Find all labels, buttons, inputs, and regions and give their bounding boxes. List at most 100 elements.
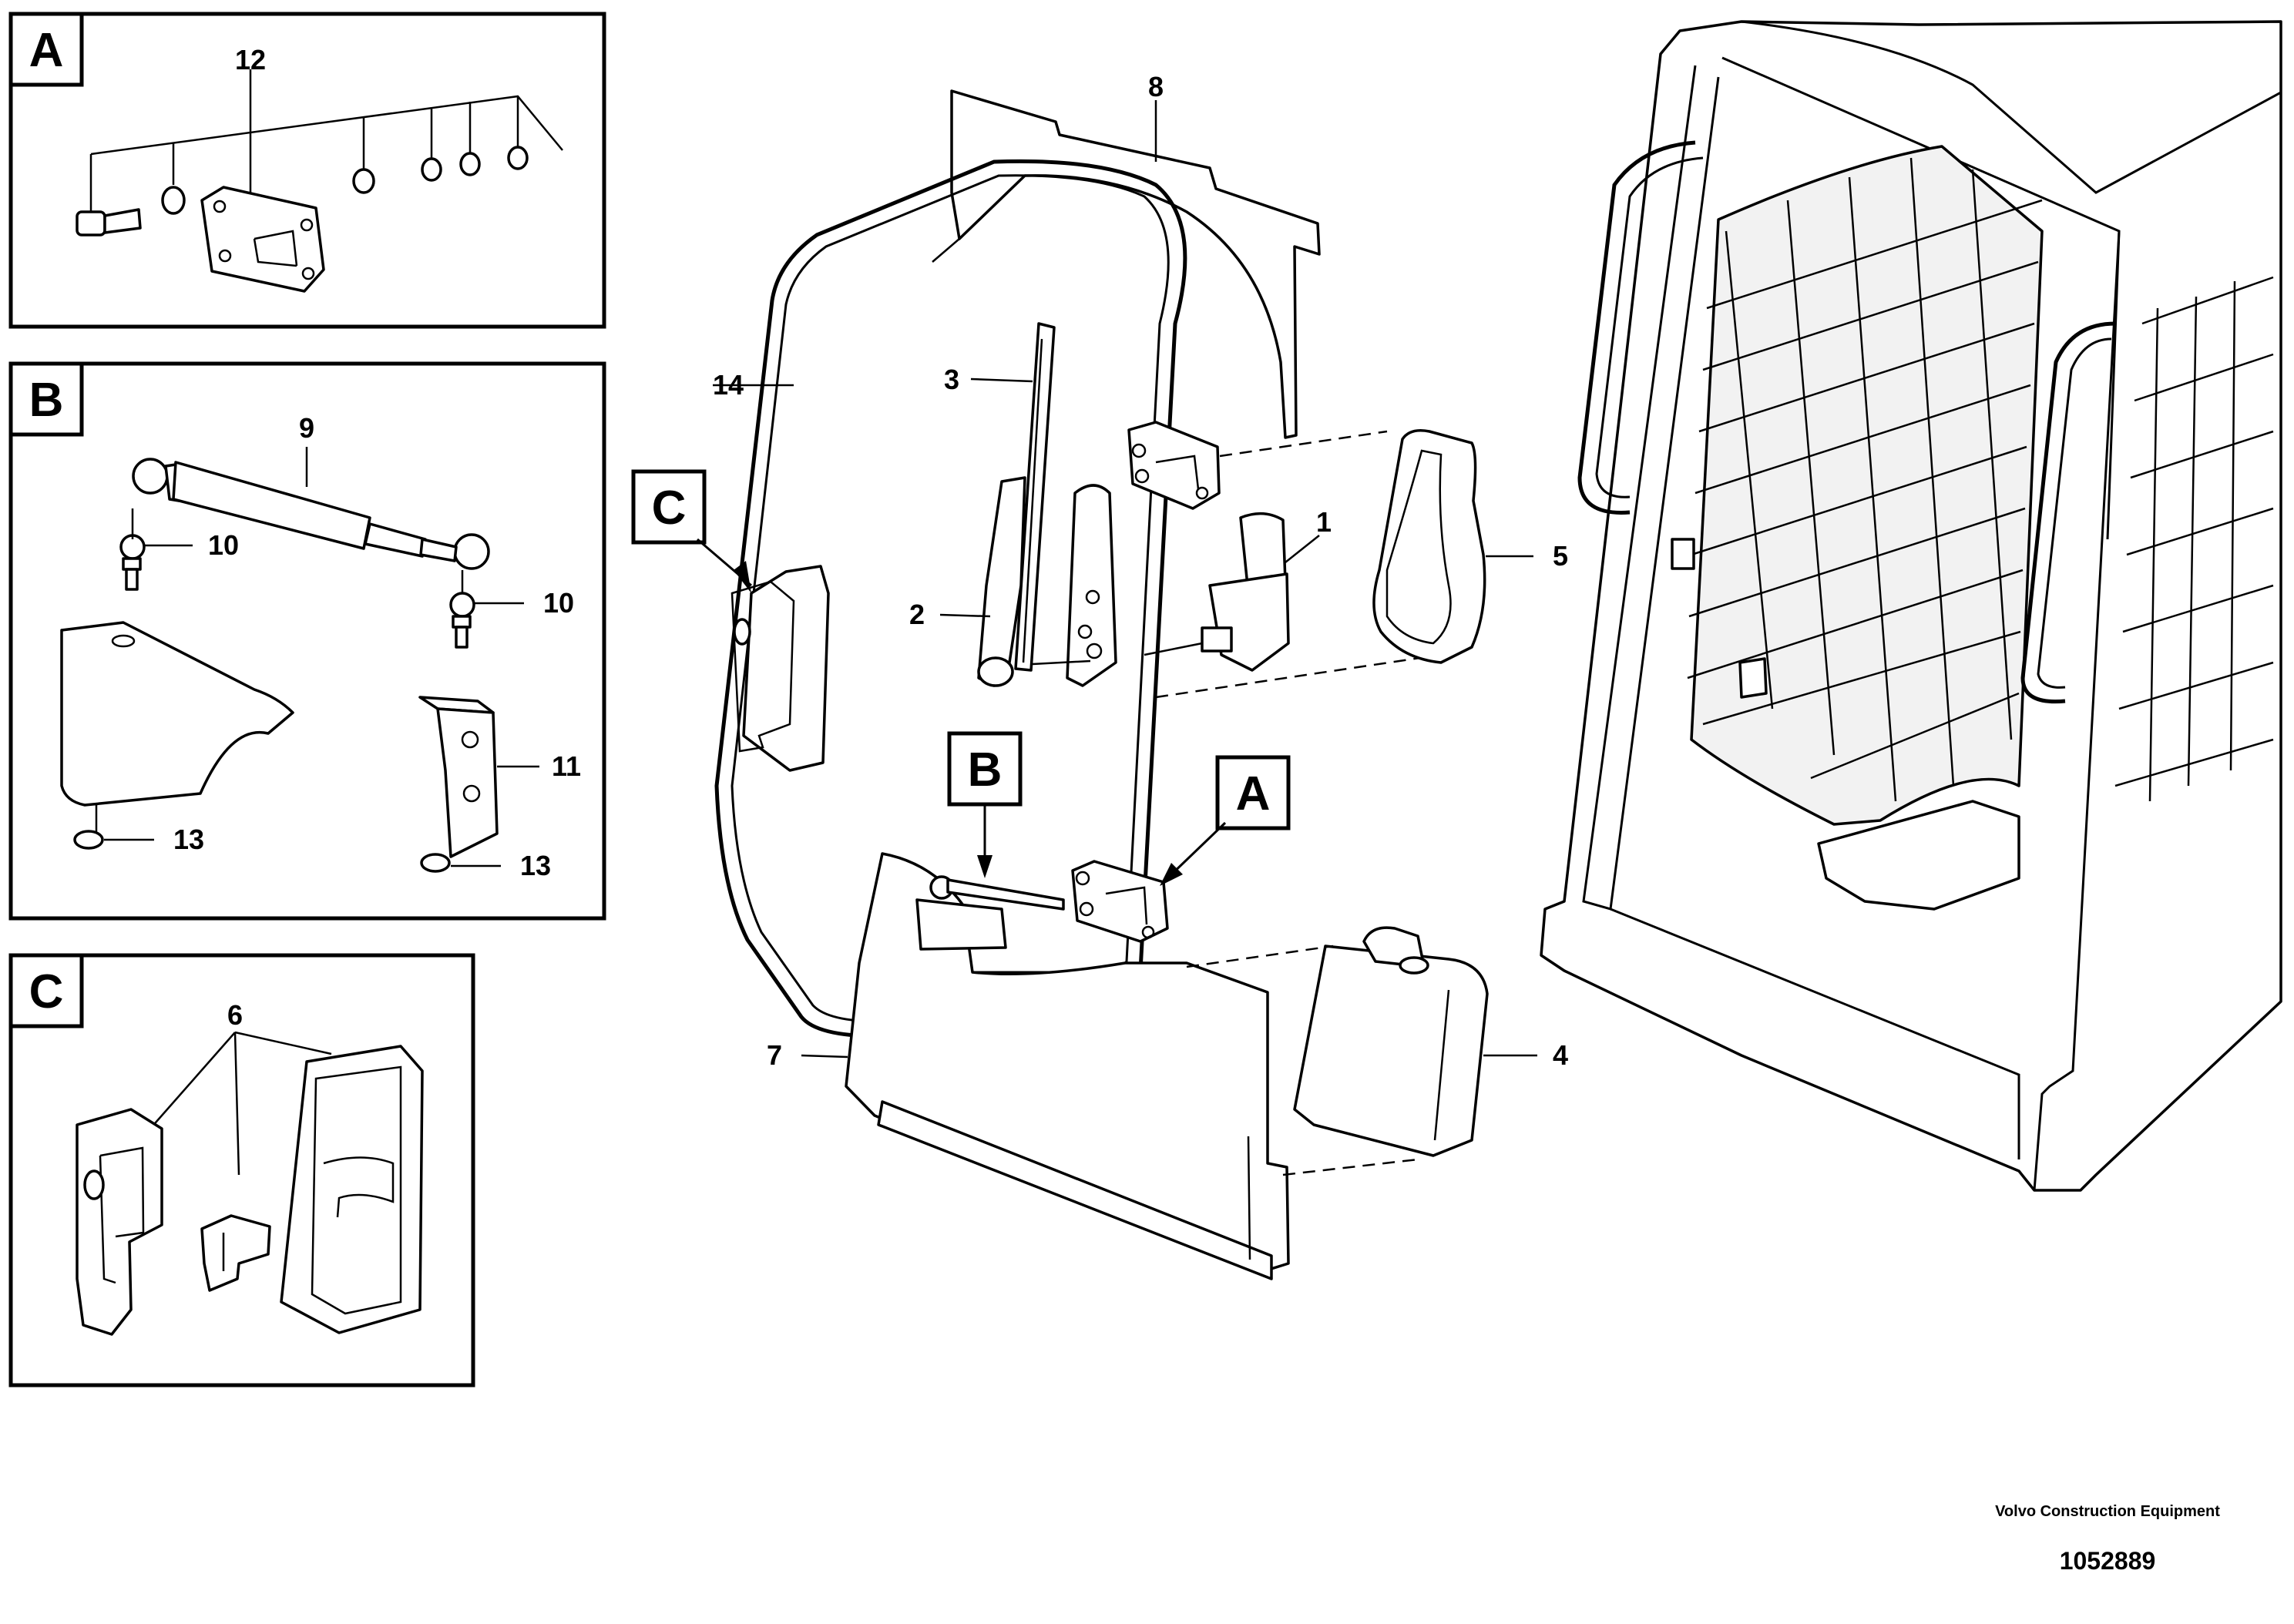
striker [200,1214,271,1292]
wiper-spindle [1032,659,1091,666]
lower-trim-panel-7 [845,852,1290,1273]
cab-floor-panel [1817,800,2020,911]
nut-13b [420,853,451,873]
cab-structure [1540,20,2282,1192]
detail-a-badge [8,12,84,87]
reservoir-guide-top [1186,945,1334,968]
callout-6: 6 [227,999,243,1031]
svg-text:C: C [652,481,687,535]
detail-c-badge [8,953,84,1028]
bolt [76,208,142,237]
cab-latch-striker [1671,538,1695,570]
callout-3-leader [970,377,1033,383]
callout-3: 3 [944,364,959,395]
wiper-cover-inner [1385,449,1452,645]
mounting-plate [60,621,294,807]
callout-13a: 13 [173,824,204,855]
grab-handle-right-inner [2037,337,2112,689]
callout-9: 9 [299,412,314,444]
detail-view-b: B 9 10 10 [8,361,606,921]
ball-stud-left [119,534,146,591]
callout-2-leader [939,613,991,618]
cab-mesh-guard [1690,145,2044,826]
wiper-cover-guide-top [1219,430,1388,458]
washer-2 [352,168,375,194]
upper-trim-edge [932,238,960,263]
detail-a-letter: A [29,24,64,77]
marker-a: A [1160,755,1291,886]
latch-housing-slot [323,1156,395,1218]
latch-housing [280,1045,424,1334]
callout-10a: 10 [208,529,239,561]
wiper-motor-1 [1201,512,1290,672]
callout-6-leaders [149,1031,332,1176]
credit-company: Volvo Construction Equipment [1995,1503,2220,1520]
callout-2: 2 [909,599,925,630]
nut-13a [73,830,104,850]
detail-b-frame [8,361,606,921]
detail-a-leaders [89,95,563,212]
grab-handle-left [1577,140,1696,515]
detail-a-frame [8,12,606,329]
cab-left-pillar [1582,65,1720,911]
callout-14: 14 [713,369,744,401]
marker-c: C [631,469,752,593]
callout-4: 4 [1553,1039,1568,1071]
detail-b-badge [8,361,84,437]
svg-text:A: A [1236,767,1271,820]
nut [507,146,529,170]
wiper-cover-5 [1372,429,1486,664]
callout-11: 11 [552,750,581,782]
upper-trim-panel-8 [950,89,1321,439]
main-view: 8 14 3 2 [631,71,1568,1280]
detail-b-letter: B [29,374,64,427]
cab-right-pillar [2033,230,2121,1191]
drawing-number: 1052889 [2059,1547,2156,1575]
svg-text:B: B [968,743,1003,797]
main-door-latch [731,565,830,772]
reservoir-guide-bottom [1282,1158,1419,1176]
lower-trim-edge [1247,1136,1251,1260]
detail-c-letter: C [29,965,64,1018]
callout-7-leader [801,1054,848,1059]
lower-hinge [1071,860,1169,943]
callout-10b: 10 [543,587,574,619]
callout-1-leader [1285,535,1320,563]
callout-5: 5 [1553,540,1568,572]
detail-view-a: A 12 [8,12,606,329]
mesh-pattern [1687,157,2043,802]
callout-12: 12 [235,44,266,75]
callout-13b: 13 [520,850,551,881]
detail-view-c: C 6 [8,953,475,1387]
callout-8: 8 [1148,71,1164,102]
lower-trim-flange [877,1100,1273,1280]
wiper-mount-plate [1066,484,1117,687]
callout-1: 1 [1316,506,1332,538]
ball-stud-right [449,592,475,649]
plate-hole [111,634,136,648]
main-gas-strut [915,875,1065,951]
latch-pin [83,1169,105,1200]
cab-roof-edge [1741,20,2282,194]
wiper-arm-pivot [977,656,1014,687]
washer-1 [161,186,186,215]
side-vent-grille [2114,276,2274,802]
bracket-11 [418,696,499,858]
hinge-bracket-12 [200,186,325,293]
grab-handle-right [2020,321,2116,704]
detail-c-frame [8,953,475,1387]
motor-cable [1144,642,1203,656]
washer-3 [421,157,442,182]
cab-bracket [1738,657,1768,699]
grab-handle-left-inner [1595,156,1704,498]
latch-handle-detail [99,1146,145,1284]
marker-b: B [947,731,1023,878]
latch-housing-inner [311,1065,402,1315]
wiper-cover-guide-bottom [1155,653,1442,699]
cab-sill [1610,908,2020,1159]
washer-reservoir-4 [1293,926,1489,1157]
gas-strut-9 [132,458,490,570]
strut-axis-lines [131,508,464,593]
